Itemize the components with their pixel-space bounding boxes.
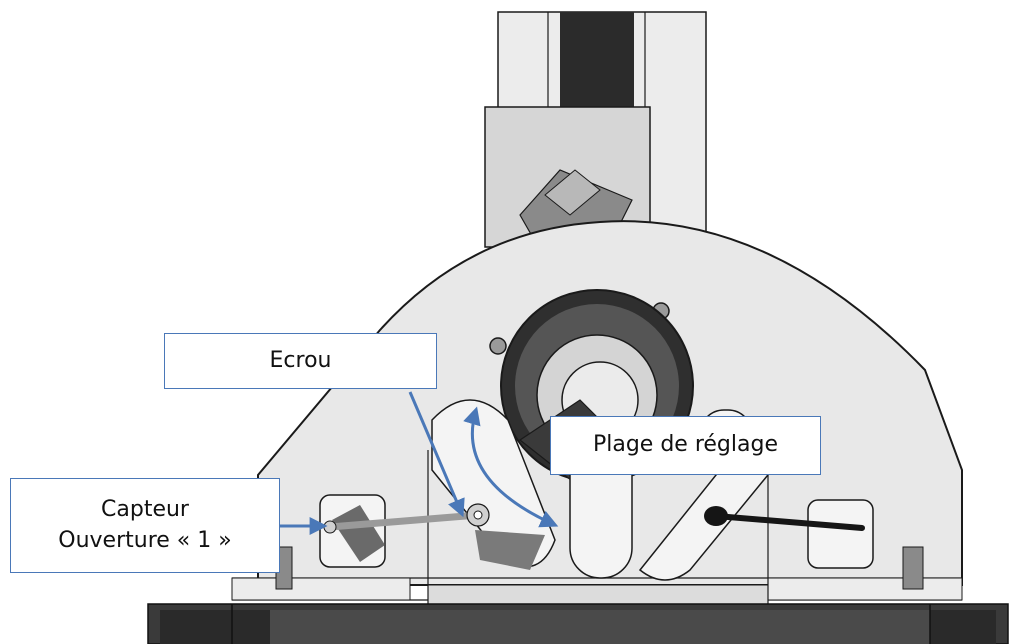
plate-hole-left <box>489 337 507 355</box>
annotation-arrows <box>280 391 559 535</box>
base <box>147 603 1009 644</box>
callout-capteur: Capteur Ouverture « 1 » <box>10 478 280 573</box>
callout-capteur-line1: Capteur <box>101 496 189 522</box>
vertical-column <box>484 11 707 263</box>
locking-lever <box>704 506 865 531</box>
callout-ecrou-label: Ecrou <box>269 347 332 373</box>
ecrou-leader <box>408 391 465 518</box>
callout-capteur-line2: Ouverture « 1 » <box>58 527 232 553</box>
callout-plage-de-reglage: Plage de réglage <box>550 416 821 475</box>
callout-plage-label: Plage de réglage <box>592 432 778 458</box>
callout-ecrou: Ecrou <box>164 333 437 389</box>
side-blocks <box>275 494 924 590</box>
plage-range-arc <box>463 406 559 528</box>
